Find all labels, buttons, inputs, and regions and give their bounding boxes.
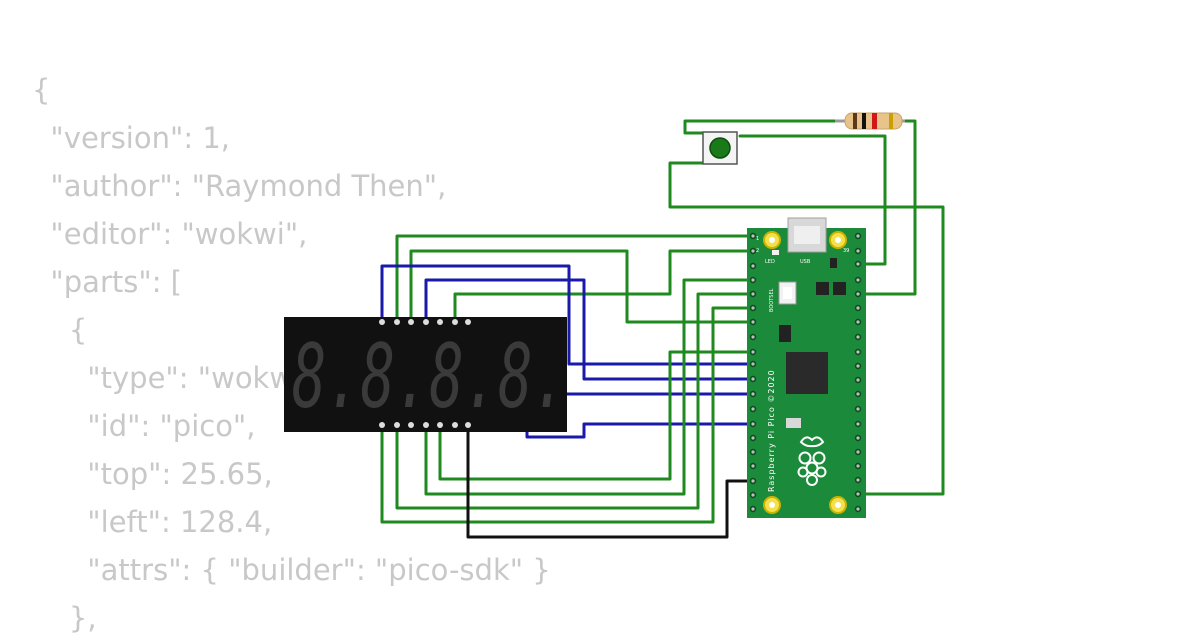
pin-39-label: 39	[843, 248, 849, 254]
usb-label: USB	[800, 259, 811, 265]
wire-button-right[interactable]	[738, 134, 887, 266]
resistor[interactable]	[835, 112, 905, 130]
pushbutton[interactable]	[702, 131, 738, 165]
code-line: "parts": [	[32, 265, 182, 299]
seven-segment-display[interactable]: 8.8.8.8.	[284, 317, 567, 432]
bootsel-label: BOOTSEL	[769, 288, 775, 312]
code-line: "attrs": { "builder": "pico-sdk" }	[32, 553, 551, 587]
board-name-label: Raspberry Pi Pico ©2020	[767, 369, 776, 492]
wire-display-bottom-4[interactable]	[438, 350, 755, 481]
wire-display-top-blue-2[interactable]	[424, 278, 755, 381]
code-line: "version": 1,	[32, 121, 230, 155]
code-line: "left": 128.4,	[32, 505, 273, 539]
raspberry-pi-pico[interactable]: LED USB 1 2 39 BOOTSEL Raspberry Pi Pico…	[747, 217, 866, 518]
wire-display-ground[interactable]	[466, 422, 755, 539]
wire-display-top-2[interactable]	[409, 249, 755, 324]
code-line: "id": "pico",	[32, 409, 256, 443]
wire-display-top-3[interactable]	[453, 249, 755, 322]
raspberry-logo-icon	[797, 436, 827, 486]
code-line: {	[32, 313, 88, 347]
display-digits: 8.8.8.8.	[292, 325, 567, 428]
wire-display-bottom-1[interactable]	[380, 306, 755, 524]
wire-display-bottom-2[interactable]	[395, 292, 755, 510]
wire-button-bottom[interactable]	[668, 161, 945, 496]
wire-display-top-1[interactable]	[395, 234, 755, 322]
code-line: "top": 25.65,	[32, 457, 273, 491]
pin-1-label: 1	[756, 236, 759, 242]
code-line: "editor": "wokwi",	[32, 217, 308, 251]
code-line: },	[32, 601, 97, 635]
pin-2-label: 2	[756, 248, 759, 254]
code-line: {	[32, 73, 51, 107]
wire-display-bottom-3[interactable]	[424, 278, 755, 496]
wire-display-top-blue-1[interactable]	[380, 264, 755, 366]
code-line: "author": "Raymond Then",	[32, 169, 447, 203]
wire-button-resistor[interactable]	[683, 119, 837, 135]
led-label: LED	[765, 259, 775, 265]
